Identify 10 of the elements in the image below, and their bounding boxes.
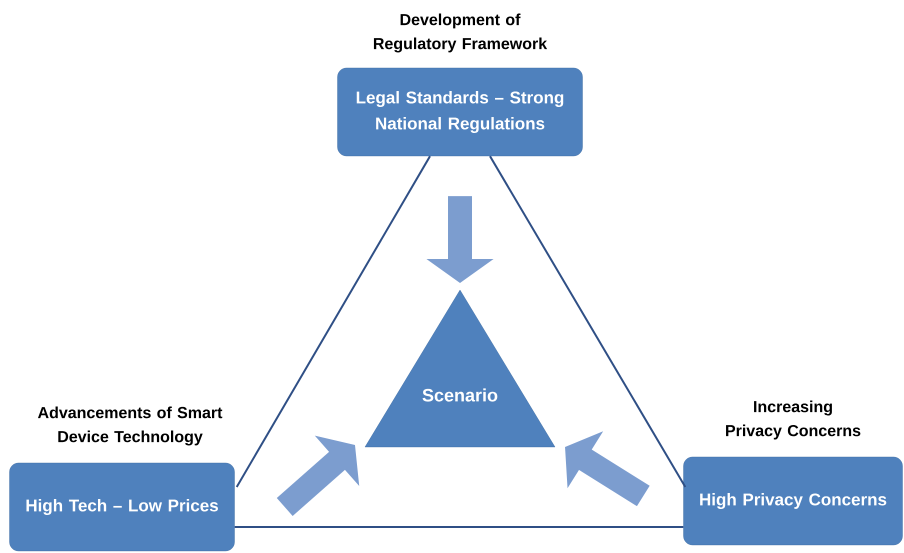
heading-text: Increasing Privacy Concerns xyxy=(726,400,860,440)
heading-text: Advancements of Smart Device Technology xyxy=(38,406,222,446)
rounded-box: High Tech – Low Prices xyxy=(9,462,235,552)
connector-line xyxy=(236,156,431,488)
connector-line xyxy=(489,156,686,488)
rounded-box: High Privacy Concerns xyxy=(683,456,903,546)
connector-line xyxy=(234,526,684,528)
rounded-box: Legal Standards – Strong National Regulations xyxy=(337,68,583,156)
heading-text: Development of Regulatory Framework xyxy=(374,14,548,52)
triangle: Scenario xyxy=(364,290,556,448)
